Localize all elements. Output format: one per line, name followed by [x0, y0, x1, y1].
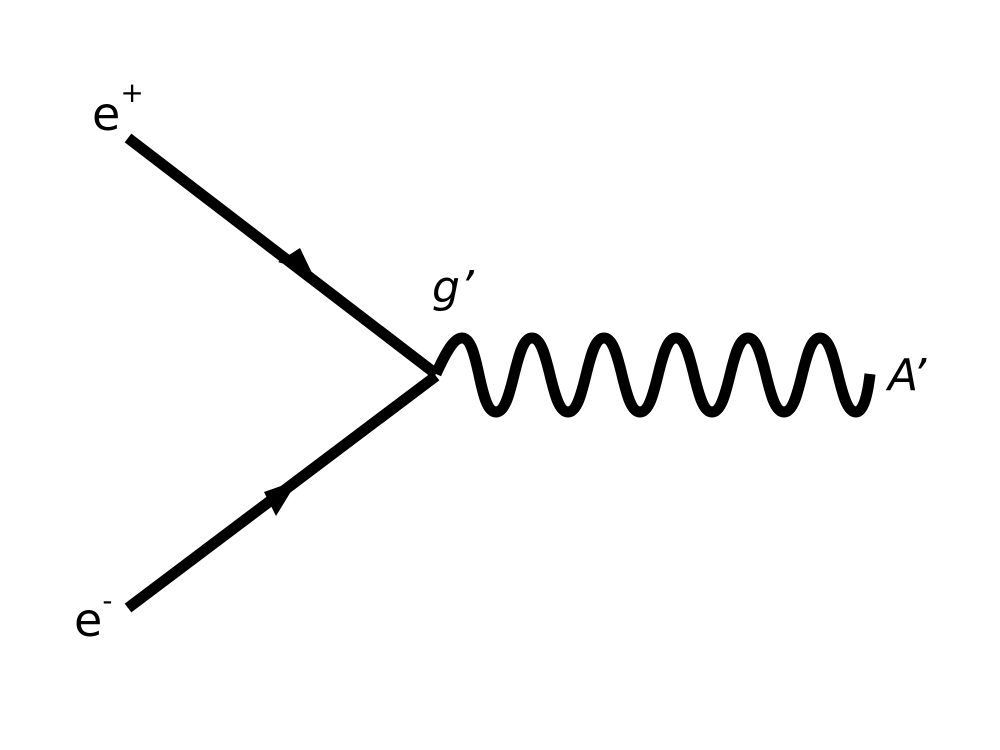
electron-arrow-icon [264, 480, 298, 516]
positron-base: e [92, 87, 120, 141]
coupling-label: g’ [432, 262, 475, 313]
positron-line [124, 133, 440, 379]
electron-base: e [74, 593, 102, 647]
positron-label: e+ [92, 76, 144, 141]
positron-arrow-icon [278, 248, 312, 273]
electron-charge: - [102, 584, 112, 617]
boson-label: A’ [885, 350, 927, 401]
electron-label: e- [74, 584, 112, 647]
boson-wavy-line [430, 332, 876, 418]
positron-charge: + [120, 76, 143, 109]
